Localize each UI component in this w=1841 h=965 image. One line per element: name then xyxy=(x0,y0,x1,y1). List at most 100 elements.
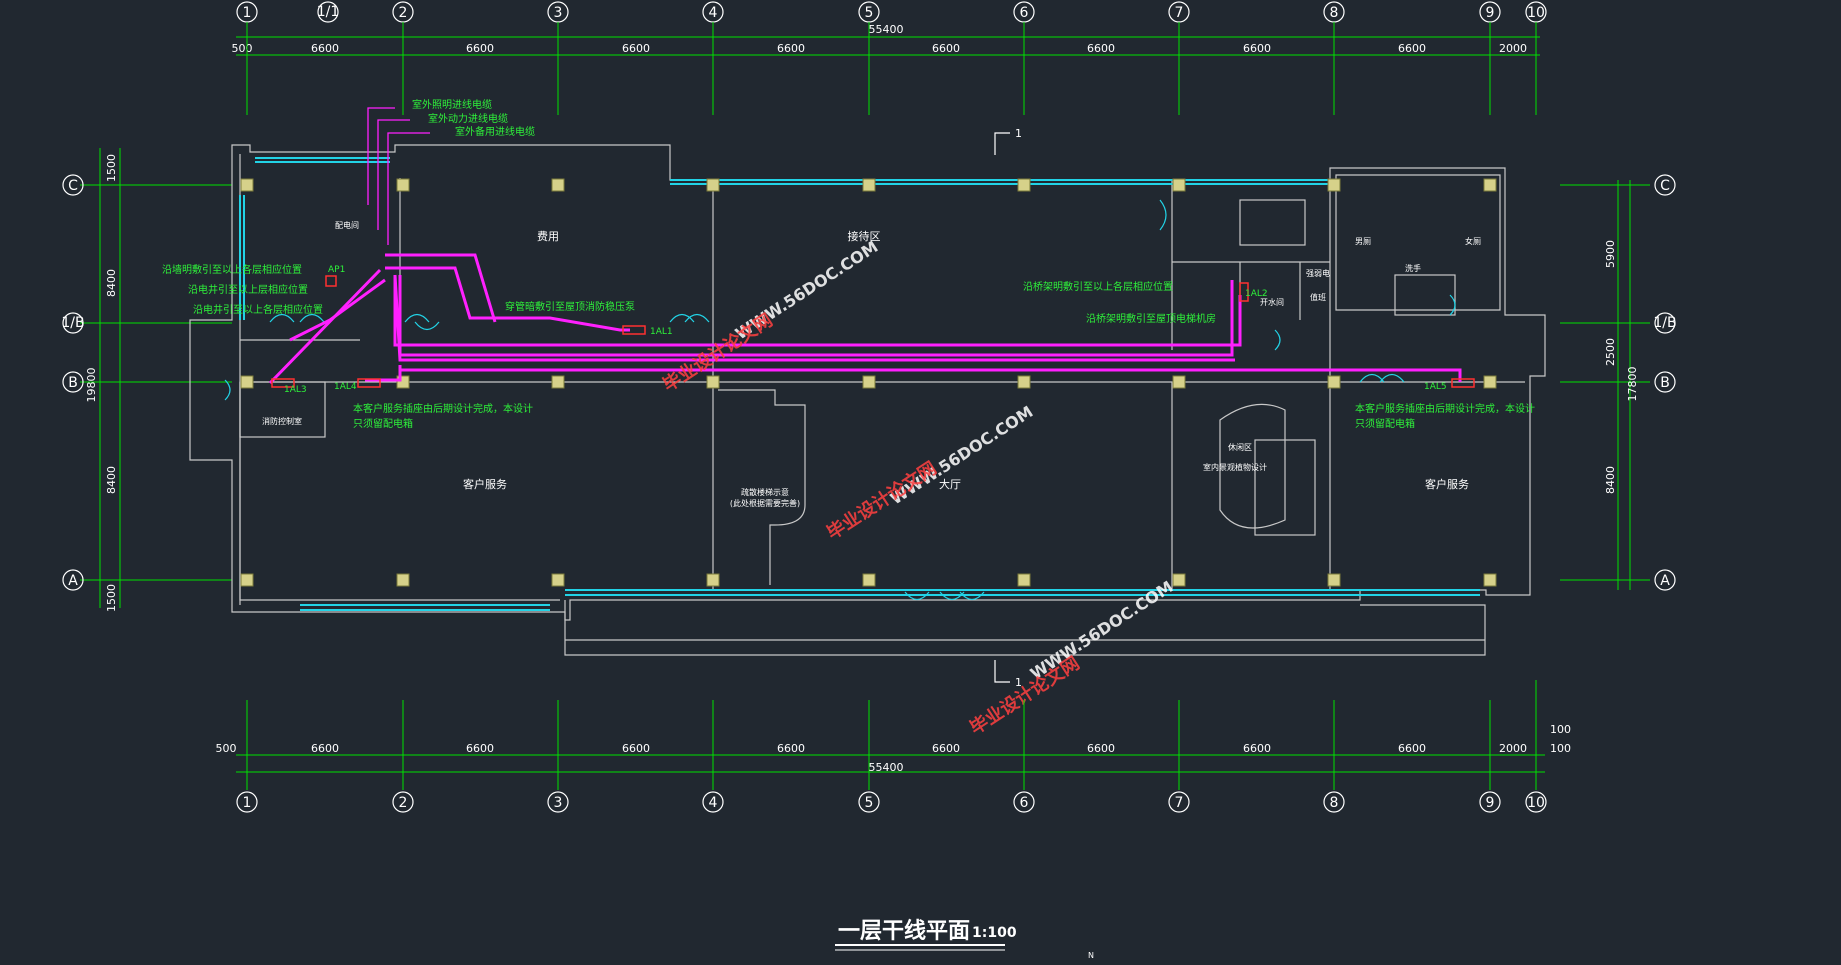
panel-al3-label: 1AL3 xyxy=(284,385,307,395)
note-left-3: 沿电井引至以上各层相应位置 xyxy=(193,303,323,316)
note-lighting-in: 室外照明进线电缆 xyxy=(412,98,492,111)
room-reception: 接待区 xyxy=(848,229,881,243)
column xyxy=(1483,573,1497,587)
column xyxy=(1172,375,1186,389)
top-axis-labels: 1 1/1 2 3 4 5 6 7 8 9 10 xyxy=(236,1,1547,23)
column xyxy=(396,573,410,587)
axis-left-label: C xyxy=(68,178,78,194)
axis-left-1B: 1/B xyxy=(61,312,85,334)
axis-left-A: A xyxy=(62,569,84,591)
axis-right-label: A xyxy=(1660,573,1670,589)
dim-bottom-total: 55400 xyxy=(869,761,904,774)
column xyxy=(1017,573,1031,587)
column xyxy=(551,178,565,192)
panel-al4-label: 1AL4 xyxy=(334,382,357,392)
axis-top-label: 3 xyxy=(554,5,563,21)
distribution-panels: AP1 1AL1 1AL2 1AL3 1AL4 1AL5 xyxy=(271,265,1475,395)
dim-bottom-extra: 100 xyxy=(1550,723,1571,736)
axis-top-label: 5 xyxy=(865,5,874,21)
axis-top-label: 10 xyxy=(1527,5,1545,21)
axis-bottom-label: 10 xyxy=(1527,795,1545,811)
bottom-axis-labels: 1 2 3 4 5 6 7 8 9 10 xyxy=(236,791,1547,813)
axis-top-4: 4 xyxy=(702,1,724,23)
drawing-scale: 1:100 xyxy=(972,925,1017,941)
column xyxy=(551,375,565,389)
section-marks: 1 1 xyxy=(994,127,1022,689)
note-service-right-1: 本客户服务插座由后期设计完成，本设计 xyxy=(1355,402,1535,415)
column xyxy=(1017,375,1031,389)
axis-top-9: 9 xyxy=(1479,1,1501,23)
axis-bottom-4: 4 xyxy=(702,791,724,813)
axis-right-1B: 1/B xyxy=(1653,312,1677,334)
note-left-2: 沿电井引至以上层相应位置 xyxy=(188,283,308,296)
axis-left-label: B xyxy=(68,375,78,391)
axis-top-3: 3 xyxy=(547,1,569,23)
dim-top-seg: 6600 xyxy=(1243,42,1271,55)
dim-right-seg: 5900 xyxy=(1604,240,1617,268)
room-fire-control: 消防控制室 xyxy=(262,416,302,426)
panel-al1-label: 1AL1 xyxy=(650,327,673,337)
axis-bottom-10: 10 xyxy=(1525,791,1547,813)
axis-left-label: A xyxy=(68,573,78,589)
dim-bottom-extra: 100 xyxy=(1550,742,1571,755)
room-storage: 费用 xyxy=(537,230,559,243)
axis-right-C: C xyxy=(1654,174,1676,196)
room-women-wc: 女厕 xyxy=(1465,236,1481,246)
dim-left-seg: 8400 xyxy=(105,466,118,494)
axis-bottom-9: 9 xyxy=(1479,791,1501,813)
dim-bottom-seg: 6600 xyxy=(1243,742,1271,755)
structural-columns xyxy=(240,178,1497,587)
watermark-brand-2: 毕业设计论文网 xyxy=(823,457,941,544)
dim-bottom-seg: 500 xyxy=(216,742,237,755)
dim-top-seg: 6600 xyxy=(932,42,960,55)
dim-bottom-seg: 6600 xyxy=(466,742,494,755)
column xyxy=(1327,375,1341,389)
dim-left-seg: 8400 xyxy=(105,269,118,297)
axis-bottom-label: 6 xyxy=(1020,795,1029,811)
axis-bottom-5: 5 xyxy=(858,791,880,813)
dim-top-seg: 500 xyxy=(232,42,253,55)
axis-bottom-3: 3 xyxy=(547,791,569,813)
room-garden-note: 室内景观植物设计 xyxy=(1203,462,1267,472)
axis-right-B: B xyxy=(1654,371,1676,393)
axis-bottom-label: 1 xyxy=(243,795,252,811)
dim-top-seg: 6600 xyxy=(466,42,494,55)
dim-bottom-seg: 6600 xyxy=(777,742,805,755)
drawing-title-block: 一层干线平面 1:100 N xyxy=(835,918,1094,960)
room-pipe: 配电间 xyxy=(335,220,359,230)
axis-top-label: 1/1 xyxy=(317,4,340,20)
axis-right-label: 1/B xyxy=(1653,315,1676,331)
top-dimensions: 55400 500 6600 6600 6600 6600 6600 6600 … xyxy=(232,23,1540,56)
axis-bottom-1: 1 xyxy=(236,791,258,813)
column xyxy=(706,375,720,389)
room-men-wc: 男厕 xyxy=(1355,237,1371,246)
dim-top-total: 55400 xyxy=(869,23,904,36)
column xyxy=(396,178,410,192)
room-wash: 洗手 xyxy=(1405,263,1421,273)
drawing-title: 一层干线平面 xyxy=(838,918,970,944)
column xyxy=(551,573,565,587)
room-duty: 值班 xyxy=(1310,292,1326,302)
note-left-1: 沿墙明敷引至以上各层相应位置 xyxy=(162,263,302,276)
axis-top-label: 9 xyxy=(1486,5,1495,21)
right-axis: 5900 2500 8400 17800 C 1/B B A xyxy=(1560,174,1677,591)
axis-top-2: 2 xyxy=(392,1,414,23)
section-mark-top: 1 xyxy=(1015,127,1022,140)
axis-bottom-label: 7 xyxy=(1175,795,1184,811)
axis-bottom-label: 3 xyxy=(554,795,563,811)
column xyxy=(1483,375,1497,389)
axis-left-B: B xyxy=(62,371,84,393)
dim-left-total: 19800 xyxy=(85,368,98,403)
dim-left-seg: 1500 xyxy=(105,584,118,612)
watermark-brand-3: 毕业设计论文网 xyxy=(966,652,1084,739)
column xyxy=(240,375,254,389)
axis-left-C: C xyxy=(62,174,84,196)
column xyxy=(1327,573,1341,587)
axis-bottom-6: 6 xyxy=(1013,791,1035,813)
dim-right-total: 17800 xyxy=(1626,367,1639,402)
column xyxy=(1327,178,1341,192)
axis-top-label: 7 xyxy=(1175,5,1184,21)
cable-notes: 室外照明进线电缆 室外动力进线电缆 室外备用进线电缆 沿墙明敷引至以上各层相应位… xyxy=(162,98,1535,430)
doors xyxy=(224,199,1456,601)
column xyxy=(1017,178,1031,192)
